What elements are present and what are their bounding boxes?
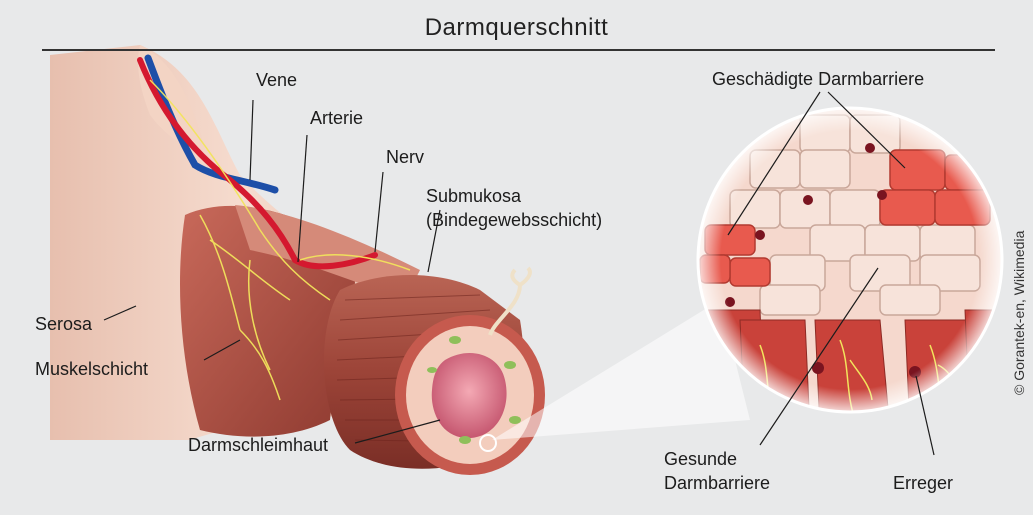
label-darmschleimhaut: Darmschleimhaut (188, 434, 328, 456)
title-rule (42, 49, 995, 51)
label-geschaedigte-darmbarriere: Geschädigte Darmbarriere (712, 68, 924, 90)
label-submukosa-sub: (Bindegewebsschicht) (426, 209, 602, 231)
label-submukosa: Submukosa (426, 185, 521, 207)
label-muskelschicht: Muskelschicht (35, 358, 148, 380)
label-nerv: Nerv (386, 146, 424, 168)
leader-vene (250, 100, 253, 180)
copyright-credit: © Gorantek-en, Wikimedia (1011, 231, 1027, 395)
zoom-circle-border (698, 108, 1002, 412)
leader-nerv (375, 172, 383, 252)
label-arterie: Arterie (310, 107, 363, 129)
label-erreger: Erreger (893, 472, 953, 494)
figure-title: Darmquerschnitt (0, 14, 1033, 42)
label-darmbarriere: Darmbarriere (664, 472, 770, 494)
lumen (432, 353, 507, 438)
label-vene: Vene (256, 69, 297, 91)
label-gesunde: Gesunde (664, 448, 737, 470)
label-serosa: Serosa (35, 313, 92, 335)
